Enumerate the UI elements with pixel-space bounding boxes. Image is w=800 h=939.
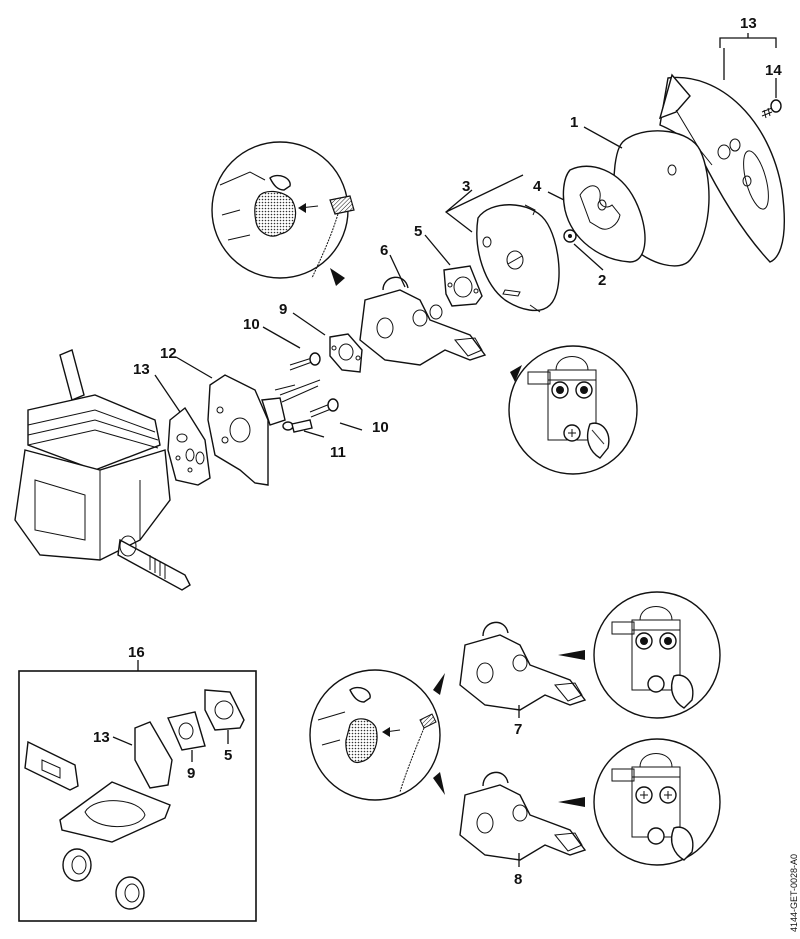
adjust-screw-detail-carb-6 bbox=[508, 345, 638, 475]
callout-16: 16 bbox=[128, 644, 145, 661]
leader-lines bbox=[112, 33, 777, 867]
callout-labels: 13 14 1 4 3 2 5 6 9 10 10 11 12 13 16 13… bbox=[93, 15, 799, 932]
filter-housing-base bbox=[476, 204, 560, 313]
callout-12: 12 bbox=[160, 345, 177, 362]
callout-15: 14 bbox=[765, 62, 782, 79]
nut-2 bbox=[563, 229, 577, 243]
carburetor-7 bbox=[459, 621, 587, 711]
carburetor-6 bbox=[359, 276, 487, 366]
callout-5: 5 bbox=[414, 223, 422, 240]
bracket-11 bbox=[282, 419, 313, 433]
callout-9: 9 bbox=[279, 301, 287, 318]
kit-callout-5: 5 bbox=[224, 747, 232, 764]
gasket-kit-box bbox=[18, 670, 257, 922]
kit-callout-9: 9 bbox=[187, 765, 195, 782]
engine-cylinder bbox=[14, 349, 191, 591]
callout-14: 13 bbox=[740, 15, 757, 32]
screw-10-upper bbox=[289, 352, 321, 371]
callout-2: 2 bbox=[598, 272, 606, 289]
carburetor-8 bbox=[459, 771, 587, 861]
drawing-code: 4144-GET-0028-A0 bbox=[789, 854, 799, 932]
kit-callout-13: 13 bbox=[93, 729, 110, 746]
callout-10-lower: 10 bbox=[372, 419, 389, 436]
gasket-5 bbox=[443, 265, 483, 307]
adjust-screw-detail-carb-7 bbox=[558, 591, 721, 719]
screw-10-lower bbox=[309, 398, 339, 418]
gasket-9 bbox=[329, 333, 363, 373]
screw-15 bbox=[761, 99, 782, 119]
adjust-screw-detail-carb-8 bbox=[558, 738, 721, 866]
intake-manifold-12 bbox=[207, 374, 321, 486]
baffle-plate bbox=[562, 165, 646, 263]
gasket-13 bbox=[167, 406, 211, 486]
callout-10-upper: 10 bbox=[243, 316, 260, 333]
fuel-line-detail-top bbox=[211, 141, 355, 286]
callout-13: 13 bbox=[133, 361, 150, 378]
callout-11: 11 bbox=[330, 444, 346, 461]
callout-8: 8 bbox=[514, 871, 522, 888]
callout-7: 7 bbox=[514, 721, 522, 738]
callout-6: 6 bbox=[380, 242, 388, 259]
callout-4: 4 bbox=[533, 178, 542, 195]
callout-1: 1 bbox=[570, 114, 578, 131]
fuel-line-detail-bottom bbox=[309, 669, 445, 801]
callout-3: 3 bbox=[462, 178, 470, 195]
